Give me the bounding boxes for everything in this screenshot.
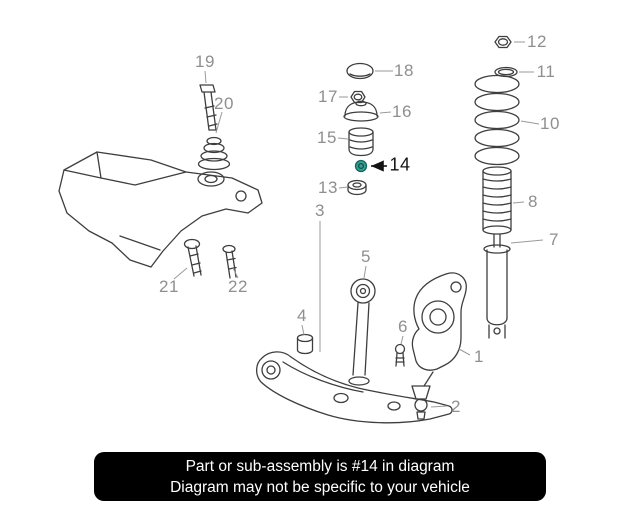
nut-12 [494,35,512,49]
coil-spring-10 [474,74,520,166]
footer-line2: Diagram may not be specific to your vehi… [170,478,470,496]
bolt-21 [183,238,202,277]
stud-6 [394,343,406,367]
footer-banner: Part or sub-assembly is #14 in diagram D… [94,452,546,501]
bushing-5 [350,278,376,376]
steering-knuckle-1 [411,272,467,371]
highlighted-part-14 [354,159,368,173]
bushing-20 [197,136,231,171]
dust-boot-8 [482,166,512,235]
footer-line1: Part or sub-assembly is #14 in diagram [185,457,455,475]
cap-18 [346,62,374,80]
leader-lines [173,41,544,408]
bolt-19 [199,84,218,131]
rear-bracket-assembly [58,151,263,268]
bolt-22 [222,244,237,279]
strut-7 [483,233,511,339]
washer-13 [347,179,367,196]
strut-mount-16 [343,100,379,122]
sleeve-4 [296,333,314,355]
ball-joint-2 [411,371,434,420]
control-arm-3 [255,351,453,424]
bump-stop-15 [348,127,374,157]
